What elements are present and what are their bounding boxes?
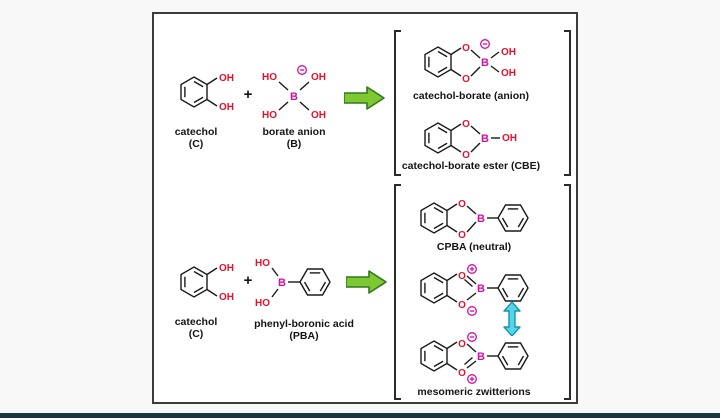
atom-oh: OH	[219, 102, 234, 113]
atom-o: O	[458, 271, 466, 282]
atom-b: B	[481, 57, 489, 69]
minus-charge-icon	[297, 65, 307, 75]
atom-oh: OH	[219, 73, 234, 84]
phenyl-boronic-acid-structure: HO HO B	[255, 258, 331, 309]
atom-oh: OH	[311, 72, 326, 83]
atom-o: O	[458, 300, 466, 311]
atom-b: B	[477, 283, 485, 295]
right-bracket	[564, 30, 571, 176]
atom-o: O	[462, 119, 470, 130]
bonds	[450, 123, 500, 153]
benzene-ring	[420, 202, 448, 234]
atom-oh: OH	[219, 263, 234, 274]
minus-charge-icon	[467, 332, 477, 342]
atom-oh: OH	[311, 110, 326, 121]
cpba-structure: O O B	[420, 199, 529, 241]
bonds	[278, 81, 310, 111]
bottom-border	[0, 413, 720, 418]
atom-b: B	[477, 351, 485, 363]
atom-o: O	[462, 150, 470, 161]
molecule-abbr: (C)	[188, 328, 204, 340]
phenyl-ring	[497, 204, 529, 232]
resonance-arrow-icon	[503, 302, 521, 336]
phenyl-ring	[497, 274, 529, 302]
atom-o: O	[458, 230, 466, 241]
left-bracket	[394, 184, 401, 400]
catechol-borate-ester-structure: O O B OH	[424, 119, 517, 161]
molecule-label: phenyl-boronic acid	[254, 318, 354, 330]
figure-panel: OH OH catechol (C) + HO OH HO OH B borat…	[152, 12, 578, 404]
phenyl-ring	[299, 268, 331, 296]
atom-b: B	[278, 277, 286, 289]
atom-oh: OH	[502, 133, 517, 144]
zwitterion-b-structure: O O B	[420, 332, 529, 384]
atom-ho: HO	[262, 72, 277, 83]
atom-o: O	[462, 74, 470, 85]
bonds	[206, 77, 218, 107]
bonds	[446, 273, 498, 303]
atom-o: O	[458, 368, 466, 379]
phenyl-ring	[497, 342, 529, 370]
catechol-structure-1: OH OH	[180, 73, 234, 113]
molecule-label: catechol	[174, 126, 218, 138]
bonds	[446, 341, 498, 371]
minus-charge-icon	[480, 39, 490, 49]
molecule-label: borate anion	[262, 126, 326, 138]
plus-operator: +	[243, 272, 253, 289]
benzene-ring	[420, 340, 448, 372]
borate-anion-structure: HO OH HO OH B	[262, 65, 326, 121]
catechol-structure-2: OH OH	[180, 263, 234, 303]
benzene-ring	[180, 76, 208, 108]
benzene-ring	[180, 266, 208, 298]
atom-ho: HO	[255, 258, 270, 269]
atom-o: O	[458, 339, 466, 350]
bonds	[271, 267, 300, 298]
molecule-abbr: (PBA)	[289, 330, 319, 342]
product-label: catechol-borate (anion)	[412, 90, 530, 102]
plus-charge-icon	[467, 374, 477, 384]
bonds	[450, 47, 500, 77]
atom-ho: HO	[255, 298, 270, 309]
atom-b: B	[477, 213, 485, 225]
green-arrow-icon	[346, 270, 387, 294]
minus-charge-icon	[467, 306, 477, 316]
atom-b: B	[290, 91, 298, 103]
reaction-arrow-icon	[346, 270, 387, 294]
atom-o: O	[462, 43, 470, 54]
atom-b: B	[481, 133, 489, 145]
molecule-abbr: (C)	[188, 138, 204, 150]
product-label: mesomeric zwitterions	[417, 386, 531, 398]
atom-oh: OH	[501, 68, 516, 79]
zwitterion-a-structure: O O B	[420, 264, 529, 316]
bonds	[206, 267, 218, 297]
green-arrow-icon	[344, 86, 385, 110]
benzene-ring	[424, 122, 452, 154]
product-label: catechol-borate ester (CBE)	[401, 160, 541, 172]
bonds	[446, 203, 498, 233]
plus-charge-icon	[467, 264, 477, 274]
catechol-borate-anion-structure: O O B OH OH	[424, 39, 516, 85]
benzene-ring	[424, 46, 452, 78]
atom-ho: HO	[262, 110, 277, 121]
reaction-arrow-icon	[344, 86, 385, 110]
atom-o: O	[458, 199, 466, 210]
right-bracket	[564, 184, 571, 400]
atom-oh: OH	[501, 47, 516, 58]
benzene-ring	[420, 272, 448, 304]
left-bracket	[394, 30, 401, 176]
molecule-abbr: (B)	[286, 138, 302, 150]
molecule-label: catechol	[174, 316, 218, 328]
plus-operator: +	[243, 86, 253, 103]
product-label: CPBA (neutral)	[436, 241, 512, 253]
atom-oh: OH	[219, 292, 234, 303]
